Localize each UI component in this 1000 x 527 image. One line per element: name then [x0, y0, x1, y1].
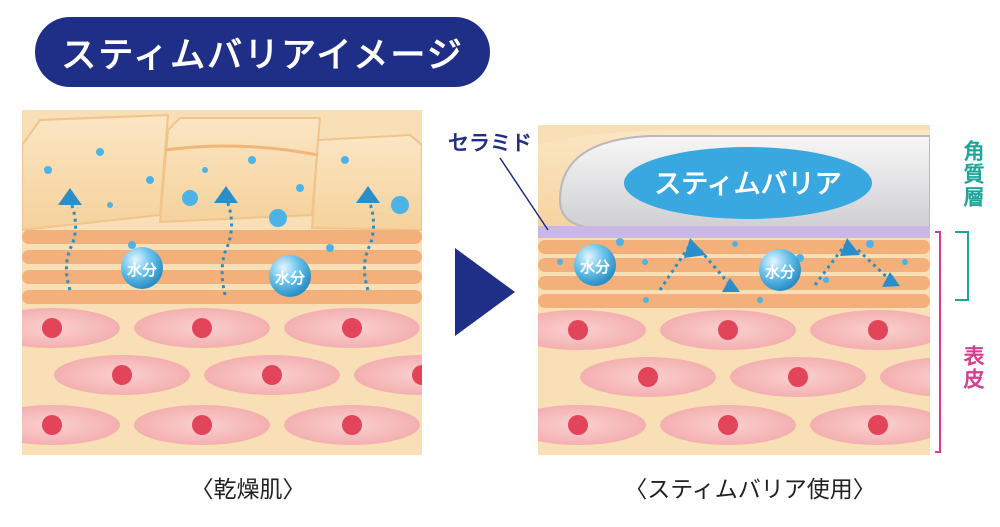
corneum-flake-2 [158, 117, 322, 224]
arrowhead-up-3 [356, 186, 380, 203]
cell-nucleus [718, 415, 738, 435]
moisture-bubble-left-1 [121, 247, 163, 289]
corneum-bracket [955, 231, 969, 301]
cell-nucleus [868, 320, 888, 340]
cell-nucleus [42, 318, 62, 338]
dry-skin-panel [22, 110, 422, 455]
skin-cell [538, 405, 646, 445]
cell-nucleus [192, 415, 212, 435]
skin-cell [354, 355, 422, 395]
title-text: スティムバリアイメージ [61, 35, 464, 76]
cell-layer [22, 308, 422, 445]
cell-nucleus [192, 318, 212, 338]
barrier-oval [624, 147, 872, 219]
escape-arrows [65, 197, 375, 296]
ceramide-leader [499, 157, 549, 231]
cell-nucleus [112, 365, 132, 385]
cell-nucleus [412, 365, 422, 385]
cell-nucleus [342, 415, 362, 435]
escape-arrowheads [58, 186, 380, 205]
cell-nucleus [638, 367, 658, 387]
corneum-crack-1 [164, 144, 319, 157]
barrier-label: スティムバリア [654, 169, 841, 200]
granular-layers-right [538, 240, 930, 308]
moisture-label-left-1: 水分 [127, 261, 157, 279]
retained-arrows [658, 244, 892, 291]
cell-nucleus [718, 320, 738, 340]
moisture-label-right-1: 水分 [580, 258, 610, 276]
cell-nucleus [568, 320, 588, 340]
water-droplets-right [557, 238, 908, 303]
cell-nucleus [788, 367, 808, 387]
cell-nucleus [342, 318, 362, 338]
skin-cell [22, 405, 120, 445]
moisture-bubble-left-2 [269, 255, 311, 297]
corneum-flake-1 [22, 113, 170, 232]
cell-layer-right [538, 310, 930, 445]
skin-cell [538, 310, 646, 350]
skin-cell [880, 357, 930, 397]
moisture-bubble-right-2 [759, 249, 801, 291]
retained-arrowheads [684, 238, 900, 292]
cell-nucleus [262, 365, 282, 385]
arrowhead-up-1 [58, 188, 82, 205]
moisture-bubble-right-1 [574, 244, 616, 286]
transition-arrow [455, 248, 515, 336]
ceramide-layer [538, 226, 930, 238]
moisture-label-left-2: 水分 [275, 269, 305, 287]
caption-dry-skin: 〈乾燥肌〉 [190, 477, 306, 503]
caption-barrier-use: 〈スティムバリア使用〉 [624, 477, 876, 503]
cell-nucleus [868, 415, 888, 435]
epidermis-bracket [935, 231, 941, 453]
corneum-flake-3 [310, 133, 422, 232]
epidermis-label: 表皮 [961, 345, 985, 391]
skin-cell [22, 308, 120, 348]
title-banner: スティムバリアイメージ [35, 17, 490, 87]
water-droplets-left [44, 148, 409, 252]
arrowhead-up-2 [214, 186, 238, 203]
cell-nucleus [568, 415, 588, 435]
cell-nucleus [42, 415, 62, 435]
moisture-label-right-2: 水分 [765, 263, 795, 281]
stratum-corneum-label: 角質層 [961, 140, 985, 209]
ceramide-label: セラミド [448, 131, 532, 155]
